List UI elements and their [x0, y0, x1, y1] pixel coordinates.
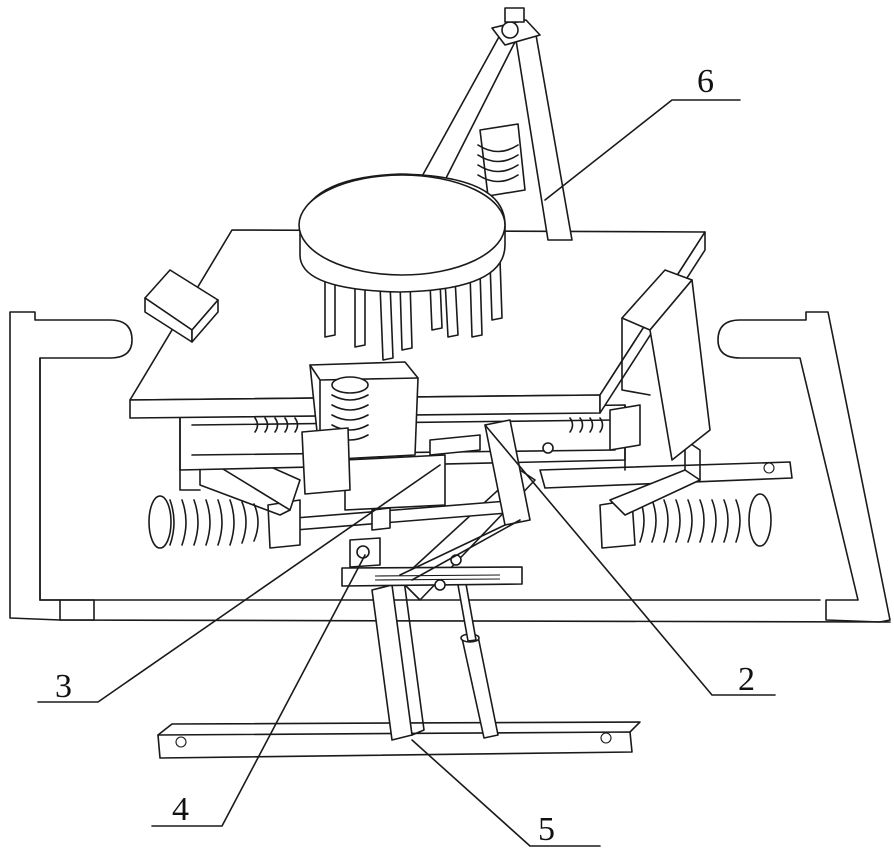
hydraulic-cylinder [458, 584, 498, 738]
label-5: 5 [538, 811, 555, 848]
label-4: 4 [172, 791, 189, 828]
label-6: 6 [697, 63, 714, 100]
label-2: 2 [738, 661, 755, 698]
round-disc-table [299, 174, 505, 360]
leader-line-4 [152, 555, 365, 826]
leader-line-5 [412, 740, 600, 846]
leader-line-6 [545, 100, 740, 200]
label-3: 3 [55, 668, 72, 705]
left-coil-spring [149, 496, 300, 548]
